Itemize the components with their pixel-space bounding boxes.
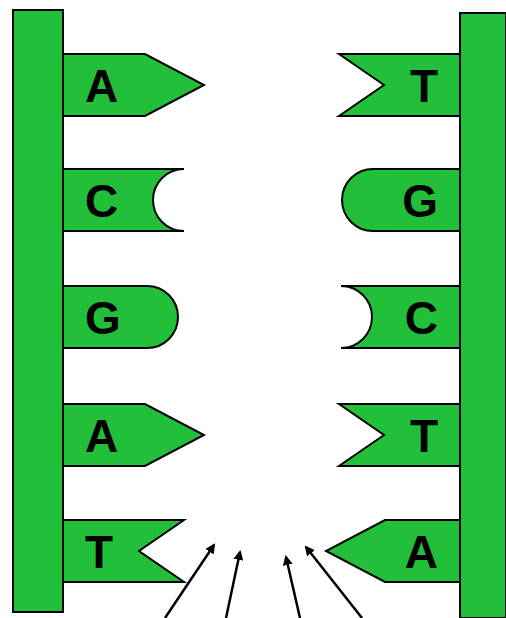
base-letter: T [410,413,438,459]
arrow [226,552,240,618]
nucleotide-base: G [340,168,460,232]
base-shape [63,53,205,117]
base-letter: C [85,178,118,224]
base-letter: G [402,178,438,224]
base-outline [63,286,178,348]
nucleotide-base: T [63,519,185,583]
left-backbone [13,10,63,612]
nucleotide-base: A [63,53,205,117]
base-shape [325,519,460,583]
base-shape [338,53,460,117]
base-shape [63,519,185,583]
base-outline [63,520,184,582]
nucleotide-base: C [340,285,460,349]
base-outline [63,54,204,116]
base-shape [340,285,460,349]
base-letter: C [405,295,438,341]
base-letter: T [410,63,438,109]
base-letter: T [85,529,113,575]
base-letter: A [85,413,118,459]
base-outline [339,54,460,116]
pointer-arrows [165,545,362,618]
right-backbone [460,13,506,618]
base-letter: A [85,63,118,109]
base-outline [63,169,184,231]
base-shape [63,285,180,349]
base-outline [326,520,460,582]
base-letter: G [85,295,121,341]
arrow [286,557,300,618]
base-shape [338,403,460,467]
nucleotide-base: T [338,403,460,467]
base-outline [63,404,204,466]
base-shape [63,403,205,467]
base-outline [339,404,460,466]
nucleotide-base: T [338,53,460,117]
nucleotide-base: A [325,519,460,583]
nucleotide-base: G [63,285,180,349]
base-shape [340,168,460,232]
nucleotide-base: C [63,168,185,232]
base-shape [63,168,185,232]
base-outline [341,286,460,348]
base-outline [342,169,460,231]
nucleotide-base: A [63,403,205,467]
base-letter: A [405,529,438,575]
